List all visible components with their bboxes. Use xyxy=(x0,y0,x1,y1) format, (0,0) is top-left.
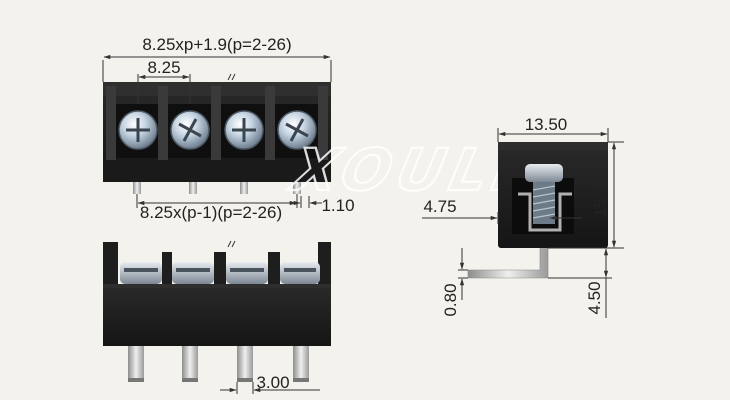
dim-height-label: 15.10 xyxy=(591,175,610,218)
dim-pitch: 8.25 xyxy=(137,58,191,104)
dim-total-length-label: 8.25xp+1.9(p=2-26) xyxy=(142,35,291,54)
dim-pin-length-label: 4.50 xyxy=(585,281,604,314)
screw-3 xyxy=(224,110,264,150)
dim-pin-length: 4.50 xyxy=(548,247,612,318)
screw-1 xyxy=(118,110,158,150)
top-view: 8.25xp+1.9(p=2-26) 8.25 8.25x(p-1)(p=2-2… xyxy=(102,35,355,248)
dim-pin-span-label: 8.25x(p-1)(p=2-26) xyxy=(140,203,282,222)
dim-pin-width: 3.00 xyxy=(220,373,320,394)
dim-pin-offset: 4.75 xyxy=(422,197,582,224)
dim-pin-thickness: 1.10 xyxy=(288,196,355,215)
front-view-housing xyxy=(103,284,331,346)
screw-4 xyxy=(277,110,317,150)
dim-depth-label: 13.50 xyxy=(525,115,568,134)
dim-depth: 13.50 xyxy=(497,115,609,142)
front-view-screw-caps xyxy=(120,262,320,284)
dim-pin-offset-label: 4.75 xyxy=(423,197,456,216)
dim-pin-thickness-label: 1.10 xyxy=(321,196,354,215)
side-view: 13.50 15.10 4.75 0.80 xyxy=(422,115,624,318)
front-view-pins xyxy=(128,340,309,382)
dim-side-pin-thickness-label: 0.80 xyxy=(441,283,460,316)
front-view: 3.00 xyxy=(103,242,331,394)
dim-pin-width-label: 3.00 xyxy=(256,373,289,392)
dim-pin-span: 8.25x(p-1)(p=2-26) xyxy=(136,194,298,222)
screw-2 xyxy=(170,110,210,150)
dim-total-length: 8.25xp+1.9(p=2-26) xyxy=(102,35,332,82)
top-view-barriers xyxy=(106,86,328,178)
dim-pitch-label: 8.25 xyxy=(147,58,180,77)
top-view-screws xyxy=(118,110,317,150)
break-marks xyxy=(227,73,236,248)
dim-side-pin-thickness: 0.80 xyxy=(441,248,468,317)
